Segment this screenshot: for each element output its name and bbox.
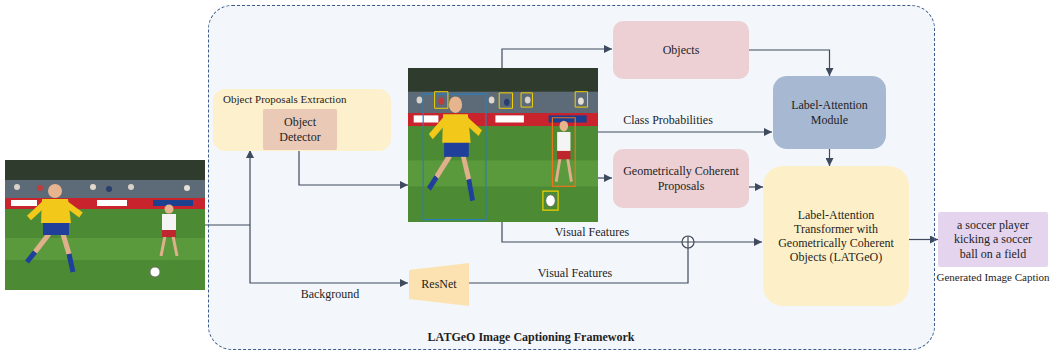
- input-photo: [5, 160, 205, 290]
- wire-label: Visual Features: [553, 226, 631, 240]
- detection-photo: [408, 68, 598, 222]
- bounding-box: [423, 94, 486, 220]
- wires: [205, 49, 772, 283]
- bounding-box: [499, 93, 512, 108]
- bounding-box: [552, 118, 575, 187]
- band-label: Object Proposals Extraction: [223, 93, 346, 106]
- connector: [749, 50, 830, 76]
- input-wire: [205, 224, 250, 225]
- objects-wire: [502, 49, 612, 68]
- detector-input-wire: [249, 150, 250, 225]
- node-label: Label-Attention Module: [779, 98, 880, 126]
- detector-output-wire: [299, 150, 408, 185]
- text-wrap: ResNet: [409, 274, 469, 294]
- visual-features-wire: [468, 248, 688, 283]
- bounding-box: [543, 191, 558, 210]
- detection-boxes: [423, 92, 587, 220]
- fused-features-wire: [694, 241, 762, 242]
- text-wrap: Geometrically Coherent Proposals: [613, 161, 749, 195]
- visual-features-wire: [502, 222, 682, 242]
- node-label: Geometrically Coherent Proposals: [619, 164, 743, 192]
- node-label: ResNet: [415, 277, 463, 291]
- text-wrap: Objects: [613, 40, 749, 60]
- encoder-trapezoid: ResNet: [409, 263, 469, 306]
- background-wire: [250, 225, 408, 283]
- module-box: Label-Attention Module: [773, 76, 886, 149]
- text-wrap: Object Detector: [263, 112, 337, 146]
- bounding-box: [521, 93, 532, 107]
- connector: [909, 239, 938, 240]
- text-wrap: Label-Attention Module: [773, 95, 886, 129]
- wire-label: Class Probabilities: [621, 114, 715, 128]
- connector: [749, 186, 763, 187]
- sum-circle: [682, 236, 694, 248]
- process-box: Object Detector: [263, 109, 337, 150]
- text-wrap: a soccer player kicking a soccer ball on…: [938, 215, 1048, 263]
- node-label: a soccer player kicking a soccer ball on…: [944, 218, 1042, 260]
- framework-ground: [208, 5, 935, 350]
- stage-band: Object Proposals ExtractionObject Detect…: [213, 89, 391, 151]
- node-label: Label-Attention Transformer with Geometr…: [769, 208, 903, 265]
- text-wrap: Label-Attention Transformer with Geometr…: [763, 205, 909, 268]
- node-label: Objects: [619, 43, 743, 57]
- sum-symbol: [682, 236, 694, 248]
- box-heading: Generated Image Caption: [932, 271, 1054, 284]
- model-box: Label-Attention Transformer with Geometr…: [763, 166, 909, 306]
- wire-label: Background: [299, 288, 362, 302]
- sum-cross: [682, 236, 694, 248]
- wire-label: Visual Features: [536, 267, 614, 281]
- connector: [829, 149, 830, 166]
- proposals-wire: [598, 177, 612, 178]
- process-box: Objects: [613, 21, 749, 79]
- bounding-box: [575, 92, 587, 107]
- trapezoid-fill: [409, 263, 469, 306]
- process-box: Geometrically Coherent Proposals: [613, 149, 749, 208]
- bounding-box: [435, 92, 448, 109]
- framework-title: LATGeO Image Captioning Framework: [428, 330, 635, 344]
- output-box: a soccer player kicking a soccer ball on…: [938, 212, 1048, 267]
- node-label: Object Detector: [269, 115, 331, 143]
- class-probabilities-wire: [598, 131, 772, 132]
